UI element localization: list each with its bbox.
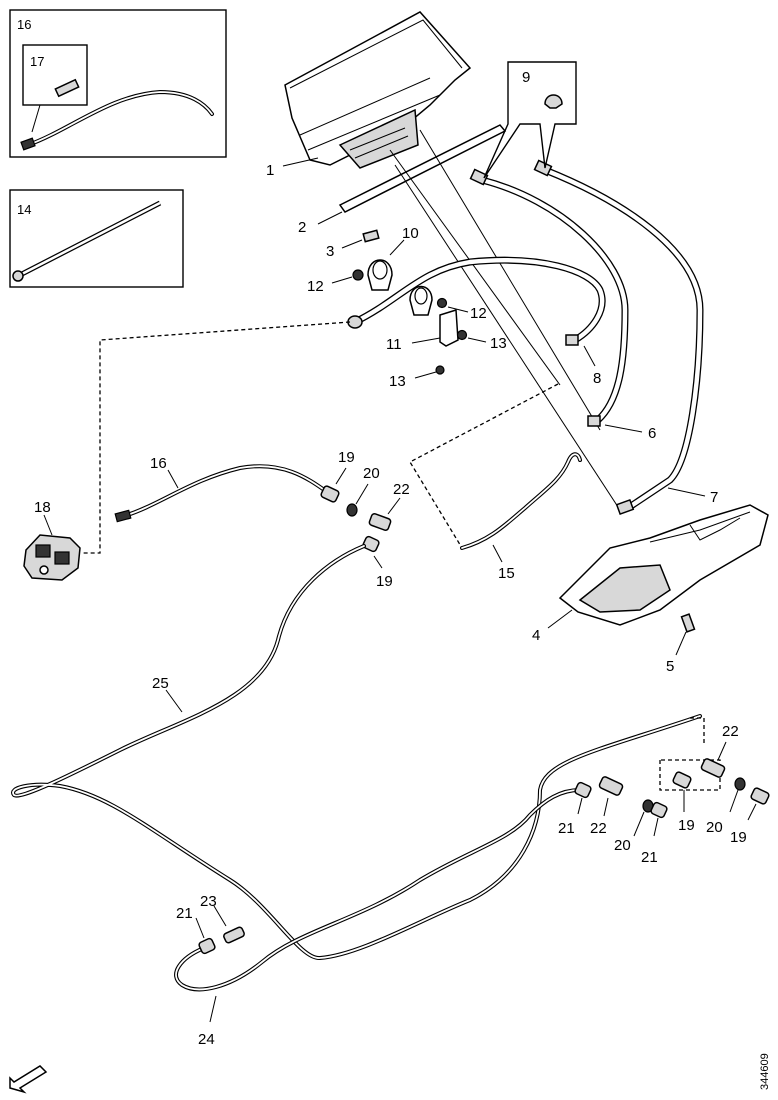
connector-19c: 19 — [672, 771, 695, 834]
clip-9 — [544, 94, 563, 109]
callout-6: 6 — [648, 425, 656, 442]
washer-20c: 20 — [706, 777, 746, 836]
inset-box-14: 14 — [9, 189, 184, 288]
washer-reservoir-1: 1 — [266, 11, 472, 179]
hose-25: 25 — [11, 544, 702, 960]
clamp-10: 10 — [367, 225, 419, 291]
connector-21c: 21 — [176, 905, 216, 955]
washer-20a: 20 — [346, 465, 380, 517]
callout-20a: 20 — [363, 465, 380, 482]
callout-2: 2 — [298, 219, 306, 236]
fitting-box-9: 9 — [483, 61, 577, 179]
callout-15: 15 — [498, 565, 515, 582]
nozzle-base-4: 4 — [532, 504, 769, 644]
cable-16: 16 — [114, 455, 332, 523]
callout-24: 24 — [198, 1031, 215, 1048]
connector-17 — [54, 78, 80, 98]
callout-1: 1 — [266, 162, 274, 179]
clamp-upper — [409, 285, 433, 316]
inset-box-16: 16 17 — [9, 9, 227, 158]
callout-7: 7 — [710, 489, 718, 506]
callout-22b: 22 — [590, 820, 607, 837]
callout-18: 18 — [34, 499, 51, 516]
callout-20b: 20 — [614, 837, 631, 854]
callout-11: 11 — [386, 336, 402, 353]
callout-13b: 13 — [389, 373, 406, 390]
callout-19a: 19 — [338, 449, 355, 466]
callout-19b: 19 — [376, 573, 393, 590]
callout-21b: 21 — [641, 849, 658, 866]
callout-23: 23 — [200, 893, 217, 910]
washer-20b: 20 — [614, 799, 654, 854]
connector-21a: 21 — [558, 781, 592, 837]
callout-9: 9 — [522, 69, 530, 86]
screw-3: 3 — [326, 229, 380, 260]
nut-13a: 13 — [456, 329, 507, 352]
hose-6: 6 — [478, 176, 656, 442]
callout-25: 25 — [152, 675, 169, 692]
nut-13b: 13 — [389, 365, 445, 390]
connector-23: 23 — [200, 893, 245, 944]
nut-12a: 12 — [307, 269, 364, 295]
callout-21c: 21 — [176, 905, 193, 922]
callout-10: 10 — [402, 225, 419, 242]
callout-19c: 19 — [678, 817, 695, 834]
arrow-down-left-icon — [9, 1065, 48, 1094]
connector-22a: 22 — [368, 481, 410, 531]
cable-16-inset — [20, 89, 214, 151]
bracket-11: 11 — [386, 309, 459, 353]
hose-15: 15 — [460, 452, 582, 582]
callout-12b: 12 — [470, 305, 487, 322]
pump-18: 18 — [23, 499, 81, 581]
callout-4: 4 — [532, 627, 540, 644]
hose-8: 8 — [347, 256, 606, 387]
connector-19a: 19 — [320, 449, 355, 503]
callout-19d: 19 — [730, 829, 747, 846]
connector-22b: 22 — [590, 776, 624, 837]
connector-21b: 21 — [641, 801, 668, 866]
callout-8: 8 — [593, 370, 601, 387]
callout-17: 17 — [30, 54, 44, 69]
callout-12a: 12 — [307, 278, 324, 295]
connector-22c: 22 — [700, 723, 739, 778]
callout-16-inset: 16 — [17, 17, 31, 32]
callout-13a: 13 — [490, 335, 507, 352]
connector-19d: 19 — [730, 787, 770, 846]
hose-24: 24 — [174, 788, 582, 1048]
callout-21a: 21 — [558, 820, 575, 837]
callout-16: 16 — [150, 455, 167, 472]
callout-14: 14 — [17, 202, 31, 217]
callout-20c: 20 — [706, 819, 723, 836]
nut-12b: 12 — [436, 297, 487, 322]
callout-5: 5 — [666, 658, 674, 675]
connector-19b: 19 — [362, 535, 393, 590]
callout-22c: 22 — [722, 723, 739, 740]
cable-tie-14 — [12, 200, 162, 282]
screw-5: 5 — [666, 613, 696, 675]
hose-7: 7 — [541, 166, 718, 516]
callout-3: 3 — [326, 243, 334, 260]
figure-id: 344609 — [759, 1053, 771, 1090]
callout-22a: 22 — [393, 481, 410, 498]
